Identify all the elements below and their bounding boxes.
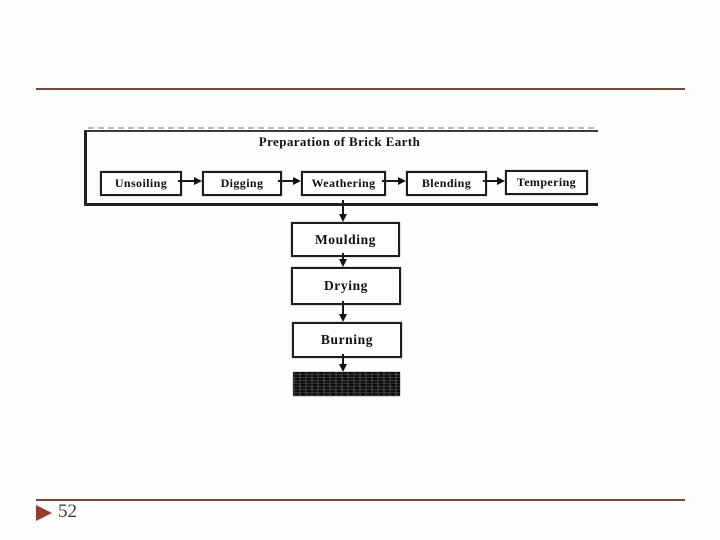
bottom-divider-line [36,499,685,501]
arrow-down-icon [339,259,347,267]
flow-connector [382,180,399,182]
arrow-right-icon [293,177,301,185]
flow-connector [483,180,498,182]
arrow-right-icon [194,177,202,185]
step-label: Moulding [314,231,377,247]
step-label: Tempering [516,175,577,189]
right-triangle-icon [36,505,52,521]
diagram-title: Preparation of Brick Earth [258,134,421,149]
flow-connector [342,200,344,215]
top-divider-line [36,88,685,90]
flow-connector [342,253,344,260]
flow-connector [278,180,294,182]
step-box-weathering: Weathering [301,171,386,196]
arrow-right-icon [497,177,505,185]
step-label: Burning [320,332,374,347]
step-box-digging: Digging [202,171,282,196]
final-step-box-illegible [293,372,400,396]
arrow-down-icon [339,364,347,372]
scan-artifact-line [88,127,594,129]
preparation-group-box [84,130,598,206]
arrow-down-icon [339,314,347,322]
arrow-down-icon [339,214,347,222]
step-label: Unsoiling [114,176,168,190]
flow-connector [342,301,344,315]
step-box-unsoiling: Unsoiling [100,171,182,196]
step-label: Digging [220,176,264,190]
step-box-moulding: Moulding [291,222,400,257]
step-box-burning: Burning [292,322,402,358]
flow-connector [178,180,195,182]
step-label: Blending [421,176,472,190]
page-number: 52 [58,501,77,522]
step-label: Drying [323,278,369,293]
step-box-drying: Drying [291,267,401,305]
step-box-tempering: Tempering [505,170,588,195]
flow-connector [342,354,344,365]
step-box-blending: Blending [406,171,487,196]
step-label: Weathering [311,176,376,190]
arrow-right-icon [398,177,406,185]
